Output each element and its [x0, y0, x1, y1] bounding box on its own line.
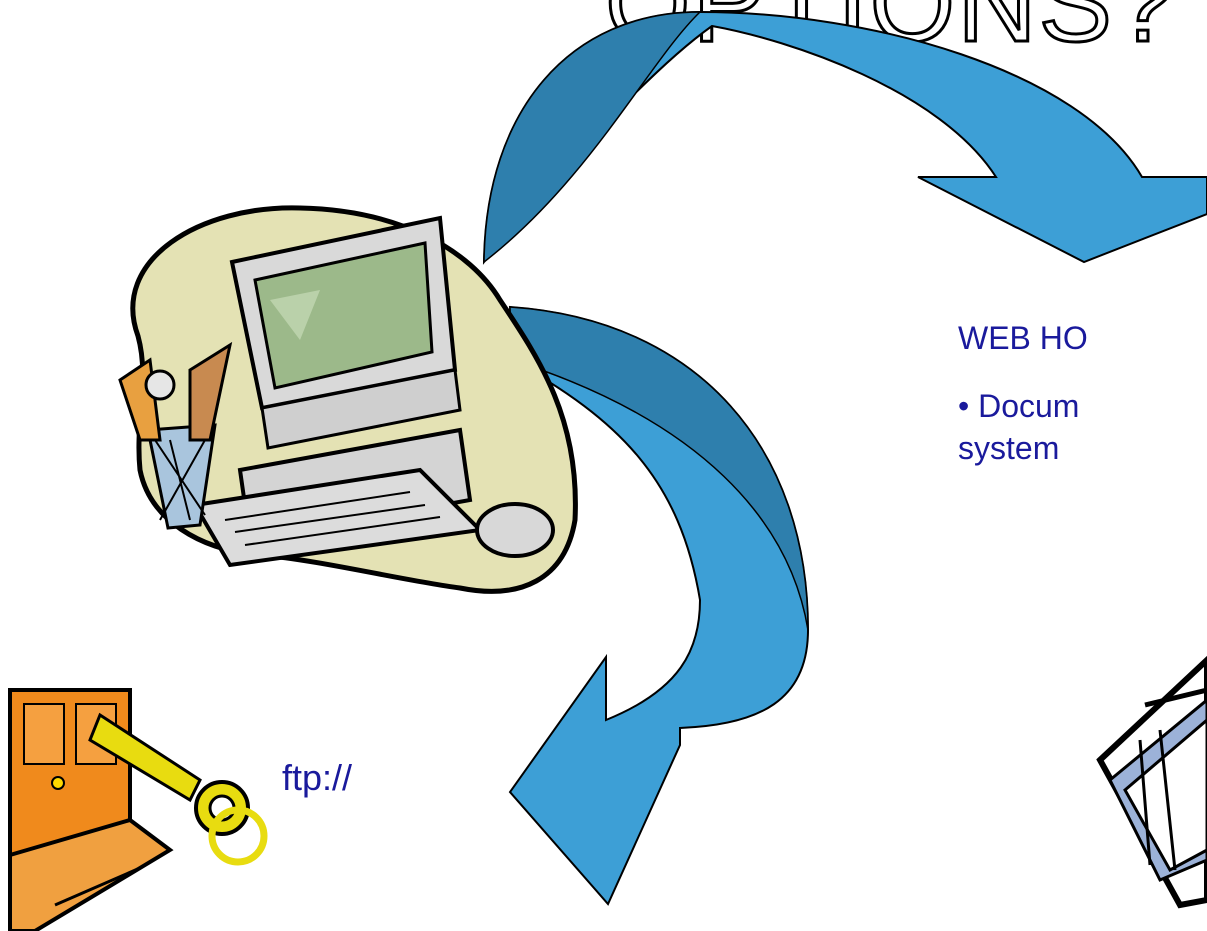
bullet-line-2: system	[958, 430, 1059, 467]
curved-arrow-top	[484, 12, 1207, 262]
web-hosting-label: WEB HO	[958, 320, 1088, 357]
ftp-label: ftp://	[282, 757, 352, 799]
documents-clipart-icon	[1100, 660, 1207, 905]
bullet-line-1: • Docum	[958, 388, 1079, 425]
door-key-clipart-icon	[10, 690, 264, 931]
computer-clipart-icon	[120, 208, 575, 591]
